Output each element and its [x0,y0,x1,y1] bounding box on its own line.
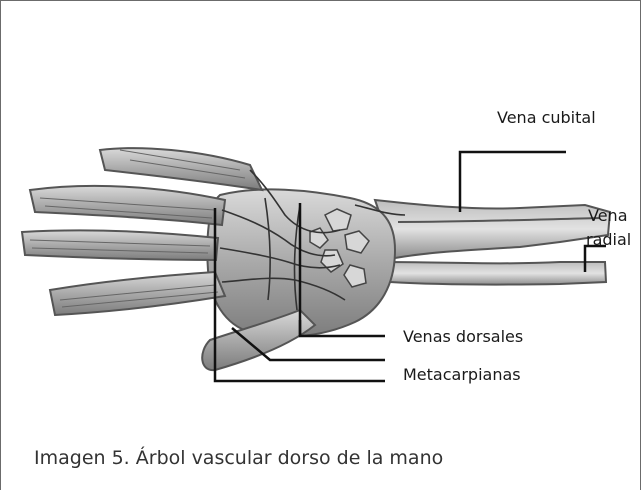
label-vena-radial-line1: Vena [588,208,628,224]
label-metacarpianas: Metacarpianas [403,367,521,383]
label-vena-cubital: Vena cubital [497,110,596,126]
label-vena-radial-line2: radial [586,232,631,248]
forearm-shape [375,200,610,285]
figure-caption: Imagen 5. Árbol vascular dorso de la man… [34,447,443,469]
leader-vena-cubital [460,152,566,212]
label-venas-dorsales: Venas dorsales [403,329,523,345]
